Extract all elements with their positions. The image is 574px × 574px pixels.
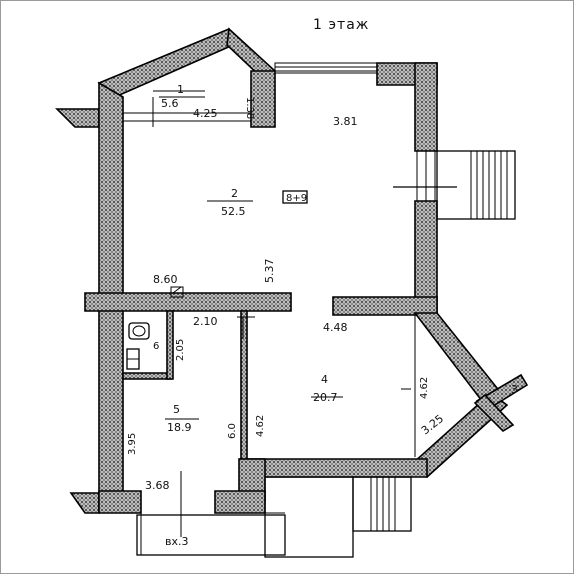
wall-bathroom-right xyxy=(166,310,174,380)
entrance-platform xyxy=(136,514,286,556)
dim-4-48: 4.48 xyxy=(323,321,348,334)
entrance-label: вх.3 xyxy=(165,535,189,548)
wall-bottom-room4 xyxy=(244,458,428,478)
room4-area: 20.7 xyxy=(313,391,338,404)
room2-box xyxy=(282,190,308,204)
walls xyxy=(55,27,529,514)
dim-3-25: 3.25 xyxy=(419,412,446,437)
wall-left-stub xyxy=(55,108,100,128)
label-3: 3 xyxy=(511,383,518,396)
dim-8-60: 8.60 xyxy=(153,273,178,286)
room5-number: 5 xyxy=(173,403,180,416)
wall-corner-cross-2 xyxy=(473,393,515,433)
stairs-right-outline xyxy=(436,150,516,220)
dim-3-95: 3.95 xyxy=(127,433,138,455)
dim-1-38: 1.38 xyxy=(244,97,255,119)
dim-3-81: 3.81 xyxy=(333,115,358,128)
windows xyxy=(122,62,436,202)
stairs-bottom-right xyxy=(352,476,412,532)
room2-box-label: 8+9 xyxy=(286,193,307,204)
room4-number: 4 xyxy=(321,373,328,386)
column-marker xyxy=(170,286,184,298)
toilet-icon xyxy=(128,322,150,340)
wall-room1-right xyxy=(250,70,276,128)
dim-5-37: 5.37 xyxy=(263,259,276,284)
bathroom-fixtures xyxy=(126,322,150,370)
wall-bottom-room5-right xyxy=(214,490,266,514)
wall-room1-left-slope xyxy=(97,27,234,98)
dim-6-0: 6.0 xyxy=(227,423,238,439)
wall-bottom-room5 xyxy=(69,492,100,514)
dim-2-10: 2.10 xyxy=(193,315,218,328)
floor-title: 1 этаж xyxy=(313,17,369,33)
wall-left-outer xyxy=(98,81,124,502)
wall-right-outer xyxy=(414,62,438,152)
room2-area: 52.5 xyxy=(221,205,246,218)
wall-bathroom-bottom xyxy=(122,372,172,380)
stairs-bottom-outline xyxy=(264,476,354,558)
dim-4-62-left: 4.62 xyxy=(255,415,266,437)
window-room1-bottom xyxy=(122,112,252,122)
room1-number: 1 xyxy=(177,83,184,96)
room2-number: 2 xyxy=(231,187,238,200)
dim-4-62-right: 4.62 xyxy=(419,377,430,399)
wall-bottom-room5-main xyxy=(98,490,142,514)
room6-number: 6 xyxy=(153,341,159,352)
bottom-stairs xyxy=(136,476,412,558)
right-stairs xyxy=(393,150,516,220)
dimension-lines xyxy=(152,90,416,537)
dim-3-68: 3.68 xyxy=(145,479,170,492)
dim-4-25: 4.25 xyxy=(193,107,218,120)
dim-2-05: 2.05 xyxy=(175,339,186,361)
window-top xyxy=(274,62,378,74)
room1-area: 5.6 xyxy=(161,97,179,110)
wall-middle-left xyxy=(84,292,292,312)
room5-area: 18.9 xyxy=(167,421,192,434)
